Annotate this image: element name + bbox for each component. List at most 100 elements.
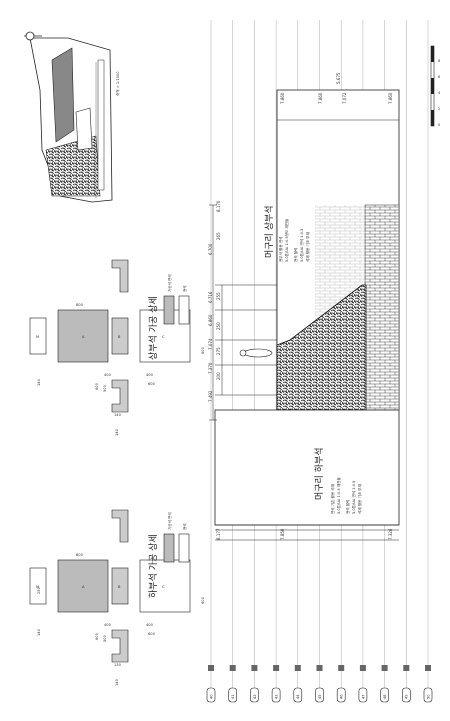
upper-detail-stamp-a: M xyxy=(36,335,39,339)
lower-note-1: 5.0톤/UA 1:0.5 깨진돌 xyxy=(336,477,341,514)
upper-note-3: 5.0톤/UA 면석 1:0.5 xyxy=(299,229,304,262)
scale-tick-4: 8 xyxy=(438,59,441,63)
upper-label-0: 5.675 xyxy=(336,72,341,84)
legend-lower-1: 현석 xyxy=(182,523,187,530)
upper-label-1: 8.170 xyxy=(216,200,221,212)
upper-mound-label: 머구리 상부석 xyxy=(264,205,275,258)
upper-detail-dim-9: 400 xyxy=(104,373,112,377)
lower-notes: 면석 기존 활용 석재 5.0톤/UA 1:0.5 깨진돌 현석 블럭 5.0톤… xyxy=(330,477,362,514)
upper-stone-detail xyxy=(29,259,191,413)
station-marker xyxy=(294,665,301,671)
detail-upper-title: 상부석 가공 상세 xyxy=(148,296,159,360)
station-label-text: 45 xyxy=(318,694,322,699)
station-label-box xyxy=(315,687,324,703)
upper-note-4: 석재 활용 기초 부재 xyxy=(305,232,310,262)
station-label-text: 49 xyxy=(405,694,409,699)
upper-detail-dim-7: 140 xyxy=(114,413,122,417)
station-label-text: 42 xyxy=(253,694,257,699)
elev-label-4: 6.716 xyxy=(208,291,213,303)
lower-detail-stamp-c: B xyxy=(118,585,121,589)
scale-tick-3: 6 xyxy=(438,75,441,79)
lower-detail-stamp-a: M xyxy=(36,585,39,589)
upper-detail-dim-1: 400 xyxy=(146,373,154,377)
station-label-box xyxy=(380,687,389,703)
scale-tick-2: 4 xyxy=(438,91,441,95)
upper-detail-dim-0: 800 xyxy=(76,303,84,307)
elev-label-2: 7.074 xyxy=(208,338,213,350)
station-label-box xyxy=(423,687,433,703)
station-label: 40 xyxy=(206,687,216,703)
station-label: 42 xyxy=(250,687,259,703)
lower-note-2: 현석 블럭 xyxy=(345,500,350,514)
upper-detail-stamp-b: A xyxy=(82,335,85,339)
plan-scale-label: 축척 = 1:1000 xyxy=(115,71,120,96)
station-label-box xyxy=(401,687,411,703)
detail-lower-title: 하부석 가공 상세 xyxy=(148,534,159,598)
scale-bar: 0 2 4 6 8 xyxy=(430,45,441,127)
station-label-text: 40 xyxy=(209,694,213,699)
elev-label-0: 7.492 xyxy=(208,390,213,402)
lower-detail-dim-7: 130 xyxy=(114,663,122,667)
legend-lower-0: 가공석 면석 xyxy=(167,512,172,530)
station-label: 47 xyxy=(358,687,368,703)
lower-stone-detail xyxy=(29,509,191,663)
station-marker xyxy=(273,665,280,671)
scale-tick-1: 2 xyxy=(438,107,440,111)
station-label: 48 xyxy=(380,687,389,703)
upper-detail-dim-8: 600 xyxy=(148,382,156,386)
upper-detail-dim-5: 140 xyxy=(37,378,41,386)
person-figure-icon xyxy=(239,348,273,358)
lower-detail-stamp-d: C xyxy=(162,585,165,589)
upper-note-1: 5.0톤/UA 1:0.5정도 깨진돌 xyxy=(284,218,289,262)
upper-elev-3: 7.860 xyxy=(388,92,393,104)
lower-label-0: 7.850 xyxy=(280,528,285,540)
upper-detail-stamp-c: B xyxy=(118,335,121,339)
lower-detail-dim-5: 140 xyxy=(37,628,41,636)
lower-structure xyxy=(214,409,400,541)
station-label-text: 43 xyxy=(275,694,279,699)
dim-label-4: 265 xyxy=(216,232,221,240)
lower-detail-dim-2: 600 xyxy=(95,632,99,640)
station-marker xyxy=(316,665,323,671)
lower-label-2: 7.326 xyxy=(388,528,393,540)
station-label-box xyxy=(228,687,237,703)
station-marker xyxy=(359,665,366,671)
station-label-text: 46 xyxy=(340,694,344,699)
elev-label-1: 7.370 xyxy=(208,362,213,374)
lower-detail-dims: 800 400 600 500 600 140 140 130 600 400 … xyxy=(37,553,205,686)
station-label-text: 44 xyxy=(296,694,300,699)
station-label-box xyxy=(271,687,281,703)
upper-note-0: 현무석 활용 면석 xyxy=(278,237,283,262)
upper-note-2: 현석 블럭 xyxy=(293,248,298,262)
lower-detail-dim-1: 400 xyxy=(146,623,154,627)
upper-detail-dims: 800 400 600 500 600 140 140 140 600 400 xyxy=(37,303,205,436)
station-label-box xyxy=(336,687,346,703)
station-marker xyxy=(229,665,236,671)
station-label: 44 xyxy=(293,687,303,703)
station-label-box xyxy=(358,687,368,703)
lower-detail-dim-9: 400 xyxy=(104,623,112,627)
station-label-text: 48 xyxy=(383,694,387,699)
station-label-box xyxy=(293,687,303,703)
legend-upper-1: 현석 xyxy=(182,285,187,292)
station-marker xyxy=(251,665,258,671)
station-label-box xyxy=(250,687,259,703)
lower-label-1: 8.177 xyxy=(216,528,221,540)
elev-label-3: 6.860 xyxy=(208,314,213,326)
scale-tick-0: 0 xyxy=(438,123,441,127)
upper-detail-dim-6: 140 xyxy=(115,428,119,436)
lower-note-4: 석재 활용 기초 부재 xyxy=(357,484,362,514)
lower-detail-dim-6: 140 xyxy=(115,678,119,686)
upper-elev-2: 7.072 xyxy=(342,92,347,104)
station-label: 46 xyxy=(336,687,346,703)
station-marker xyxy=(425,665,431,671)
elev-label-5: 6.700 xyxy=(208,243,213,255)
upper-elev-1: 7.860 xyxy=(318,92,323,104)
upper-elev-0: 7.860 xyxy=(280,92,285,104)
upper-detail-dim-3: 500 xyxy=(103,384,107,392)
station-label: 50 xyxy=(423,687,433,703)
legend-upper-0: 가공석 면석 xyxy=(167,274,172,292)
station-marker xyxy=(338,665,345,671)
